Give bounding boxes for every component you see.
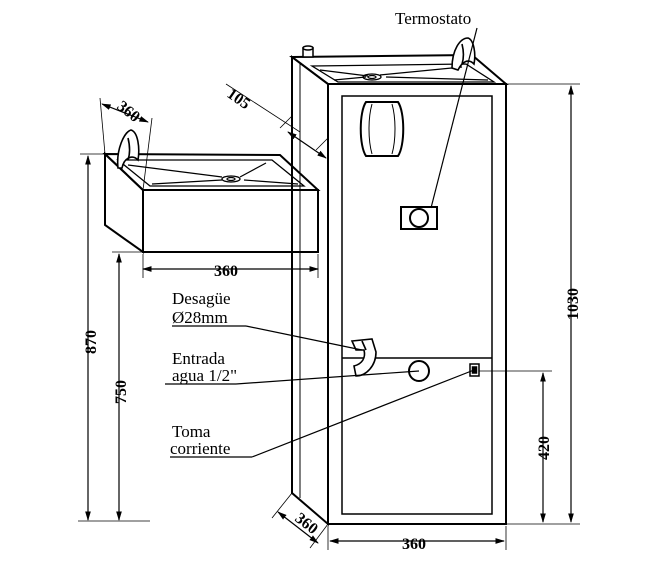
dim-under-basin-height: 750 (113, 380, 130, 404)
dimension-lines (78, 83, 580, 550)
leader-termostato (430, 27, 478, 209)
dim-basin-depth: 360 (114, 98, 143, 126)
dimension-values: 360 105 360 870 750 1030 420 360 360 (83, 85, 582, 553)
water-inlet-icon (408, 360, 430, 382)
basin-side-face (104, 151, 144, 254)
dim-cabinet-width: 360 (402, 536, 426, 553)
callout-labels: Termostato Desagüe Ø28mm Entrada agua 1/… (170, 9, 471, 458)
cabinet-inner-panel (341, 95, 493, 515)
cabinet-top-basin (309, 63, 497, 83)
dim-basin-width: 360 (214, 263, 238, 280)
dim-cabinet-height: 1030 (565, 288, 582, 320)
thermostat-box (400, 206, 438, 230)
top-cap-icon (302, 45, 314, 58)
power-socket-icon (469, 363, 480, 377)
dim-inlet-height: 420 (536, 436, 553, 460)
label-entrada-line1: Entrada (172, 349, 225, 368)
cabinet-side-face (291, 55, 329, 527)
label-desague-line1: Desagüe (172, 289, 231, 308)
leader-toma (251, 369, 475, 458)
cabinet-spout-icon (451, 37, 476, 71)
leader-entrada (235, 370, 420, 385)
basin-front-face (142, 189, 319, 253)
wall-basin (102, 151, 321, 254)
reservoir-tank (359, 101, 405, 157)
label-termostato: Termostato (395, 9, 471, 28)
basin-spout-icon (116, 129, 140, 169)
label-entrada-line2: agua 1/2" (172, 366, 237, 385)
label-desague-line2: Ø28mm (172, 308, 228, 327)
drain-pipe-icon (350, 338, 377, 377)
dim-total-height-basin: 870 (83, 330, 100, 354)
label-toma-line1: Toma (172, 422, 211, 441)
cabinet-front-face (327, 83, 507, 525)
leader-desague (245, 325, 363, 351)
dim-basin-offset: 105 (224, 85, 253, 113)
label-toma-line2: corriente (170, 439, 230, 458)
leader-lines (165, 27, 478, 458)
cabinet (289, 53, 509, 527)
